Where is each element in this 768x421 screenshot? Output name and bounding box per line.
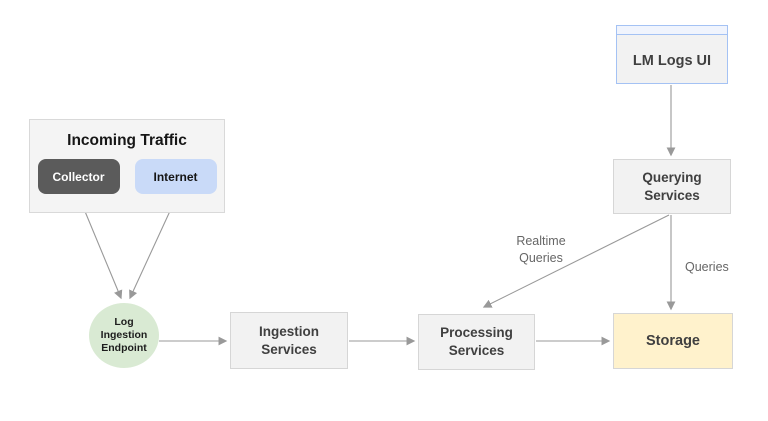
storage-node: Storage — [613, 313, 733, 369]
internet-label: Internet — [153, 169, 198, 184]
arrow-collector-to-endpoint — [78, 196, 123, 300]
collector-node: Collector — [37, 159, 120, 194]
realtime-queries-line2: Queries — [519, 251, 563, 265]
querying-services-label-line1: Querying — [642, 169, 702, 185]
processing-services-label-line1: Processing — [440, 325, 513, 340]
endpoint-label-line1: Log — [114, 316, 134, 328]
incoming-traffic-title: Incoming Traffic — [67, 132, 187, 149]
edge-label-queries: Queries — [685, 259, 740, 276]
internet-node: Internet — [134, 159, 217, 194]
lm-logs-ui-label: LM Logs UI — [632, 53, 712, 69]
endpoint-label-line3: Endpoint — [101, 342, 147, 354]
storage-label: Storage — [646, 333, 700, 349]
incoming-traffic-sources: Collector Internet — [37, 159, 217, 194]
querying-services-node: Querying Services — [613, 159, 731, 214]
incoming-traffic-group: Incoming Traffic Collector Internet — [29, 119, 225, 213]
queries-label: Queries — [685, 260, 729, 274]
ingestion-services-label-line2: Services — [261, 341, 317, 357]
processing-services-label-line2: Services — [448, 343, 505, 358]
arrow-querying-to-processing — [482, 214, 670, 308]
processing-services-node: Processing Services — [418, 314, 535, 370]
lm-logs-ui-node: LM Logs UI — [616, 25, 728, 84]
ingestion-services-label-line1: Ingestion — [259, 323, 319, 339]
arrow-internet-to-endpoint — [129, 197, 177, 300]
querying-services-label-line2: Services — [644, 187, 700, 203]
ingestion-services-node: Ingestion Services — [230, 312, 348, 369]
endpoint-label-line2: Ingestion — [100, 329, 148, 341]
collector-label: Collector — [52, 169, 105, 184]
log-ingestion-endpoint-node: Log Ingestion Endpoint — [89, 303, 159, 368]
lm-logs-ui-titlebar — [617, 26, 727, 35]
edge-label-realtime-queries: Realtime Queries — [501, 233, 581, 267]
realtime-queries-line1: Realtime — [516, 234, 566, 248]
